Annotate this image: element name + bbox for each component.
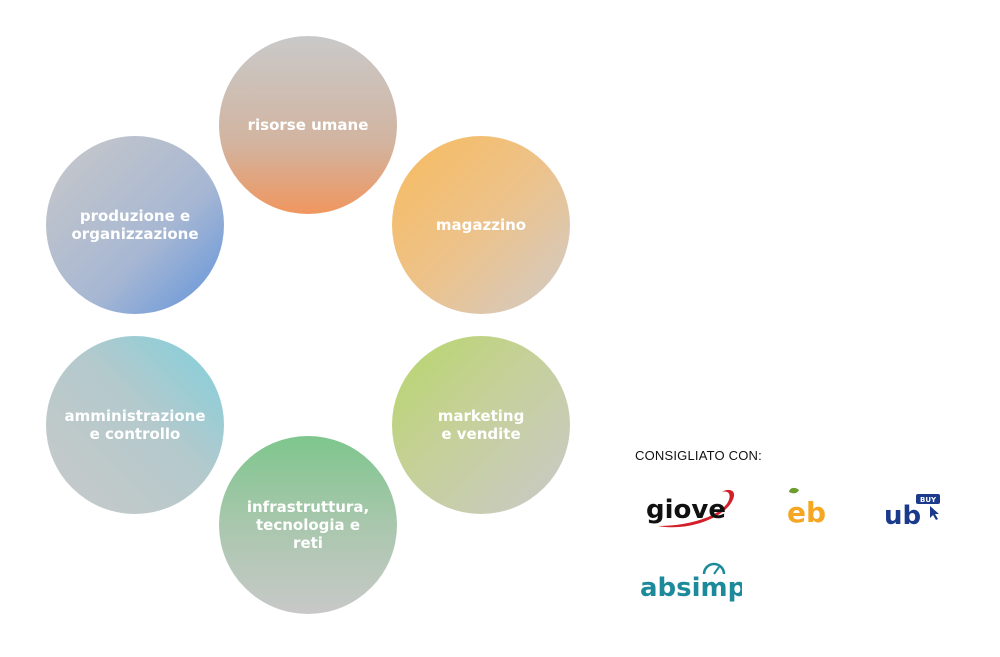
area-label: risorse umane: [228, 116, 389, 134]
area-label-line: produzione e: [79, 207, 191, 225]
giove-logo[interactable]: giove: [640, 486, 738, 532]
ub-logo-text: ub: [884, 501, 921, 528]
area-magazzino[interactable]: magazzino: [392, 136, 570, 314]
giove-logo-text: giove: [646, 495, 726, 525]
area-amministrazione[interactable]: amministrazione e controllo: [46, 336, 224, 514]
ub-logo[interactable]: BUY ub: [882, 492, 944, 528]
area-infrastruttura[interactable]: infrastruttura, tecnologia e reti: [219, 436, 397, 614]
area-label: infrastruttura, tecnologia e reti: [219, 498, 397, 552]
eb-logo-text: eb: [787, 496, 826, 528]
area-label-line: marketing: [437, 407, 525, 425]
area-label: marketing e vendite: [418, 407, 545, 443]
ub-buy-badge: BUY: [920, 496, 937, 504]
ub-logo-graphic: BUY ub: [884, 494, 940, 528]
area-label-line: amministrazione: [64, 407, 206, 425]
area-marketing-vendite[interactable]: marketing e vendite: [392, 336, 570, 514]
area-label: produzione e organizzazione: [52, 207, 219, 243]
area-label-line: infrastruttura,: [246, 498, 370, 516]
area-label-line: e vendite: [441, 425, 521, 443]
area-label: amministrazione e controllo: [45, 407, 226, 443]
partners-label: CONSIGLIATO CON:: [635, 448, 762, 463]
absimp-logo-text: absimp: [640, 573, 742, 603]
area-risorse-umane[interactable]: risorse umane: [219, 36, 397, 214]
area-label-line: tecnologia e reti: [255, 516, 361, 552]
area-label-line: magazzino: [435, 216, 527, 234]
area-label-line: organizzazione: [71, 225, 199, 243]
eb-logo-graphic: eb: [787, 487, 826, 528]
giove-logo-graphic: giove: [646, 489, 735, 528]
absimp-logo[interactable]: absimp: [638, 556, 742, 608]
gauge-icon: [702, 562, 726, 575]
area-label: magazzino: [416, 216, 546, 234]
eb-logo[interactable]: eb: [785, 486, 831, 528]
area-produzione[interactable]: produzione e organizzazione: [46, 136, 224, 314]
cursor-icon: [930, 506, 939, 520]
area-label-line: risorse umane: [247, 116, 369, 134]
area-label-line: e controllo: [89, 425, 181, 443]
absimp-logo-graphic: absimp: [640, 562, 742, 603]
